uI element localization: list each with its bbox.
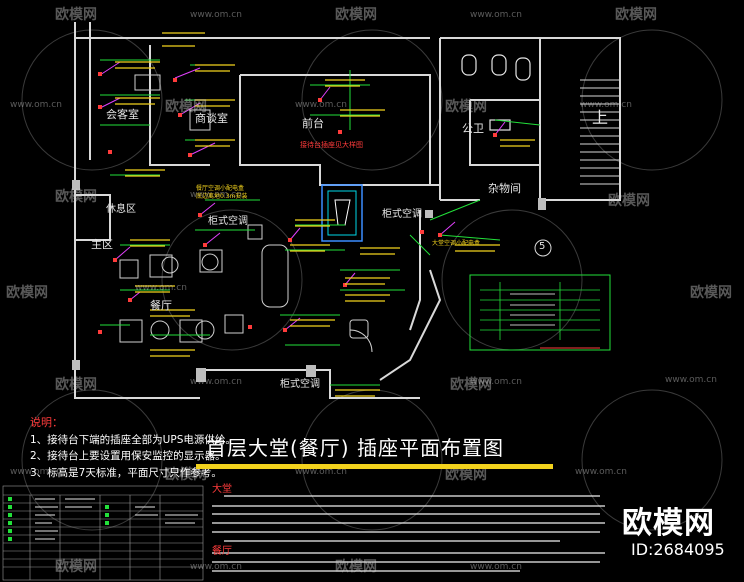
room-label-waiting: 休息区: [106, 204, 136, 215]
brand-logo-text: 欧模网: [622, 506, 715, 541]
model-id: ID:2684095: [631, 540, 725, 559]
watermark-brand: 欧模网: [55, 377, 97, 393]
watermark-url: www.om.cn: [10, 100, 62, 110]
watermark-brand: 欧模网: [450, 377, 492, 393]
room-label-host: 主区: [91, 238, 113, 251]
entry-door: [349, 329, 373, 353]
watermark-url: www.om.cn: [190, 190, 242, 200]
watermark-url: www.om.cn: [665, 375, 717, 385]
stair-up-label: 上: [592, 108, 609, 127]
drawing-title: 首层大堂(餐厅) 插座平面布置图: [206, 436, 504, 460]
title-block-symbols: [8, 497, 109, 541]
design-notes: 说明： 1、接待台下端的插座全部为UPS电源供给。 2、接待台上要设置用保安监控…: [30, 415, 236, 481]
socket-symbols: [98, 72, 497, 334]
reception-desk: [321, 184, 363, 242]
watermark-url: www.om.cn: [470, 10, 522, 20]
section-title-lobby: 大堂: [212, 484, 232, 495]
room-label-reception: 前台: [302, 117, 324, 130]
watermark-url: www.om.cn: [135, 283, 187, 293]
watermark-brand: 欧模网: [690, 285, 732, 301]
watermark-brand: 欧模网: [615, 7, 657, 23]
note-item: 1、接待台下端的插座全部为UPS电源供给。: [30, 433, 236, 446]
note-item: 2、接待台上要设置用保安监控的显示器。: [30, 450, 226, 462]
notes-title: 说明：: [30, 416, 63, 429]
watermark-brand: 欧模网: [165, 467, 207, 483]
watermark-url: www.om.cn: [190, 562, 242, 572]
watermark-brand: 欧模网: [608, 193, 650, 209]
axis-bubble: [534, 239, 552, 257]
watermark-brand: 欧模网: [335, 7, 377, 23]
room-label-cabinet-ac-2: 柜式空调: [382, 209, 422, 220]
watermark-url: www.om.cn: [295, 100, 347, 110]
axis-label: 5: [539, 241, 546, 252]
watermark-url: www.om.cn: [190, 10, 242, 20]
columns: [72, 180, 546, 382]
room-label-storage: 杂物间: [488, 182, 521, 195]
watermark-brand: 欧模网: [55, 7, 97, 23]
spec-paragraph-lines: [212, 495, 605, 572]
watermark-url: www.om.cn: [580, 100, 632, 110]
watermark-brand: 欧模网: [55, 559, 97, 575]
room-label-cabinet-ac-3: 柜式空调: [280, 379, 320, 390]
room-label-meeting2: 商谈室: [195, 112, 228, 125]
annotation-reception: 接待台插座见大样图: [300, 141, 363, 149]
furniture: [119, 74, 369, 343]
watermark-url: www.om.cn: [470, 377, 522, 387]
note-item: 3、标高是7天标准，平面尺寸只作参考。: [30, 466, 222, 479]
watermark-url: www.om.cn: [295, 467, 347, 477]
annotation-kitchen-box: 大堂空调小配电盒: [432, 240, 481, 247]
watermark-url: www.om.cn: [575, 467, 627, 477]
title-block-table: [2, 485, 204, 581]
annotation-ups-socket: 餐厅空调小配电盒: [196, 185, 245, 192]
wiring-diagram: [469, 274, 611, 351]
watermark-brand: 欧模网: [165, 99, 207, 115]
watermark-brand: 欧模网: [445, 467, 487, 483]
watermark-brand: 欧模网: [55, 189, 97, 205]
staircase: [580, 79, 620, 185]
section-title-restaurant: 餐厅: [212, 546, 232, 557]
watermark-url: www.om.cn: [10, 467, 62, 477]
annotation-hints: [115, 32, 535, 397]
annotation-ups-socket-height: 底边离地0.3m安装: [196, 193, 248, 200]
title-block-text-hints: [35, 498, 198, 540]
watermark-brand: 欧模网: [335, 559, 377, 575]
room-label-restroom: 公卫: [462, 122, 484, 135]
room-label-restaurant: 餐厅: [150, 299, 172, 312]
watermark-brand: 欧模网: [6, 285, 48, 301]
room-label-meeting: 会客室: [106, 108, 139, 121]
watermark-circles: [21, 29, 723, 531]
watermark-brand: 欧模网: [445, 99, 487, 115]
watermark-url: www.om.cn: [190, 377, 242, 387]
toilet-fixtures: [461, 54, 531, 131]
room-label-cabinet-ac: 柜式空调: [208, 216, 248, 227]
title-underline: [196, 464, 553, 469]
watermark-url: www.om.cn: [470, 562, 522, 572]
leader-lines: [99, 61, 506, 331]
